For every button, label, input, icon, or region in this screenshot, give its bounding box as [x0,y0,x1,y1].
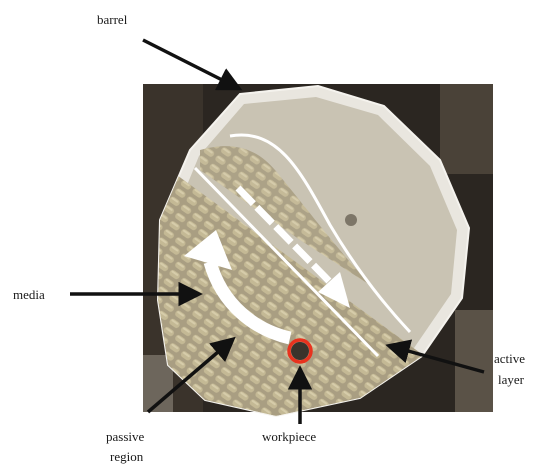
passive-region-label-line2: region [110,449,144,464]
barrel-callout-arrow [143,40,238,88]
active-layer-label-line1: active [494,351,525,366]
active-layer-label-line2: layer [498,372,525,387]
barrel-hub [345,214,357,226]
barrel-label: barrel [97,12,128,27]
workpiece-marker [289,340,311,362]
workpiece-label: workpiece [262,429,316,444]
media-label: media [13,287,45,302]
passive-region-label-line1: passive [106,429,145,444]
